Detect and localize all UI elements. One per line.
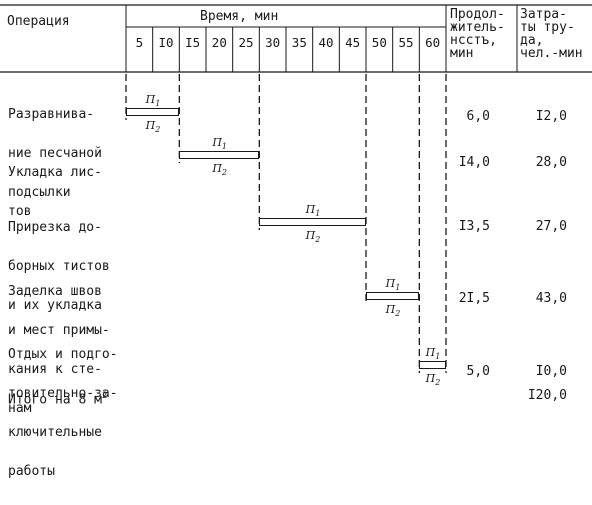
labor-value-4: 43,0 <box>535 291 567 306</box>
bar-label-index: 1 <box>315 209 321 219</box>
operation-name-5: Отдых и подго- товительно-за- ключительн… <box>8 322 118 504</box>
time-tick-label: 20 <box>211 35 227 50</box>
labor-header-line-3: да, <box>520 33 544 48</box>
time-tick-label: 30 <box>265 35 281 50</box>
labor-header-line-4: чел.-мин <box>520 46 583 61</box>
total-label-superscript: 2 <box>101 391 108 401</box>
bar-label-index: 1 <box>155 99 161 109</box>
bar-label-index: 2 <box>435 378 441 388</box>
time-tick-label: 35 <box>291 35 307 50</box>
labor-value-1: I2,0 <box>535 109 567 124</box>
bar-label-letter: П <box>385 277 396 290</box>
operation-name-line: Прирезка до- <box>8 220 102 235</box>
labor-header-line-1: Затра- <box>520 7 567 22</box>
time-tick-label: 60 <box>425 35 441 50</box>
bar-label-top: П1 <box>212 136 227 151</box>
labor-value-5: I0,0 <box>535 364 567 379</box>
bar-label-letter: П <box>305 203 316 216</box>
bar-label-top: П1 <box>306 203 321 218</box>
bar-label-index: 1 <box>435 352 441 362</box>
labor-header: Затра- ты тру- да, чел.-мин <box>520 8 583 60</box>
operation-name-line: Укладка лис- <box>8 165 102 180</box>
labor-value-2: 28,0 <box>535 155 567 170</box>
time-tick-label: 50 <box>371 35 387 50</box>
bar-label-bottom: П2 <box>146 119 161 134</box>
bar-label-index: 2 <box>221 168 228 178</box>
bar-label-letter: П <box>425 372 436 385</box>
bar-label-letter: П <box>212 136 222 149</box>
bar-label-index: 2 <box>395 309 401 319</box>
duration-value-4: 2I,5 <box>458 291 490 306</box>
gantt-bar <box>179 151 260 159</box>
gantt-bar <box>366 292 420 300</box>
bar-label-letter: П <box>425 346 436 359</box>
bar-label-bottom: П2 <box>212 162 227 177</box>
duration-header-line-4: мин <box>450 46 474 61</box>
operation-name-line: товительно-за- <box>8 386 118 401</box>
bar-label-top: П1 <box>146 93 161 108</box>
duration-header-line-2: житель- <box>450 20 505 35</box>
tick-dividers <box>152 27 420 72</box>
duration-header-line-3: нсстъ, <box>450 33 497 48</box>
duration-value-1: 6,0 <box>466 109 490 124</box>
time-tick-label: 25 <box>238 35 254 50</box>
operation-name-line: Заделка швов <box>8 284 102 299</box>
operation-name-line: и мест примы- <box>8 323 110 338</box>
time-tick-label: I5 <box>185 35 201 50</box>
time-tick-label: 55 <box>398 35 414 50</box>
operation-header: Операция <box>7 14 70 29</box>
bar-label-letter: П <box>212 162 222 175</box>
total-label-text: Итого на 8 м <box>8 392 102 408</box>
duration-header: Продол- житель- нсстъ, мин <box>450 8 505 60</box>
operation-name-line: работы <box>8 464 55 479</box>
gantt-bar <box>419 361 446 369</box>
operation-name-line: подсылки <box>8 185 71 200</box>
labor-value-3: 27,0 <box>535 219 567 234</box>
operation-name-3: Прирезка до- борных тистов и их укладка <box>8 195 110 338</box>
bar-label-letter: П <box>305 229 316 242</box>
bar-label-index: 1 <box>395 283 401 293</box>
total-labor-value: I20,0 <box>527 388 567 403</box>
bar-label-index: 1 <box>221 142 228 152</box>
operation-name-line: тов <box>8 204 32 219</box>
operation-name-line: ключительные <box>8 425 102 440</box>
operation-name-line: кания к сте- <box>8 362 102 377</box>
operation-name-line: Разравнива- <box>8 107 95 122</box>
operation-name-2: Укладка лис- тов <box>8 140 102 244</box>
bar-label-bottom: П2 <box>386 303 401 318</box>
duration-value-5: 5,0 <box>466 364 490 379</box>
schedule-table: Операция Время, мин Продол- житель- нсст… <box>0 4 592 478</box>
operation-name-line: борных тистов <box>8 259 110 274</box>
time-tick-label: 45 <box>345 35 361 50</box>
duration-value-3: I3,5 <box>458 219 490 234</box>
bar-label-top: П1 <box>386 277 401 292</box>
bar-label-letter: П <box>385 303 396 316</box>
time-tick-label: 5 <box>135 35 144 50</box>
bar-label-index: 2 <box>155 125 161 135</box>
time-tick-label: 40 <box>318 35 334 50</box>
bar-label-bottom: П2 <box>426 372 441 387</box>
labor-header-line-2: ты тру- <box>520 20 575 35</box>
bar-label-top: П1 <box>426 346 441 361</box>
bar-label-bottom: П2 <box>306 229 321 244</box>
bar-label-letter: П <box>145 119 156 132</box>
bar-label-letter: П <box>145 93 156 106</box>
gantt-bar <box>126 108 180 116</box>
duration-value-2: I4,0 <box>458 155 490 170</box>
operation-name-line: Отдых и подго- <box>8 347 118 362</box>
operation-name-line: ние песчаной <box>8 146 102 161</box>
bar-label-index: 2 <box>315 235 321 245</box>
gantt-bar <box>259 218 366 226</box>
total-label: Итого на 8 м2 <box>8 390 107 406</box>
time-tick-label: I0 <box>158 35 174 50</box>
duration-header-line-1: Продол- <box>450 7 505 22</box>
time-header: Время, мин <box>200 9 279 24</box>
operation-name-line: и их укладка <box>8 298 102 313</box>
operation-name-1: Разравнива- ние песчаной подсылки <box>8 82 102 225</box>
